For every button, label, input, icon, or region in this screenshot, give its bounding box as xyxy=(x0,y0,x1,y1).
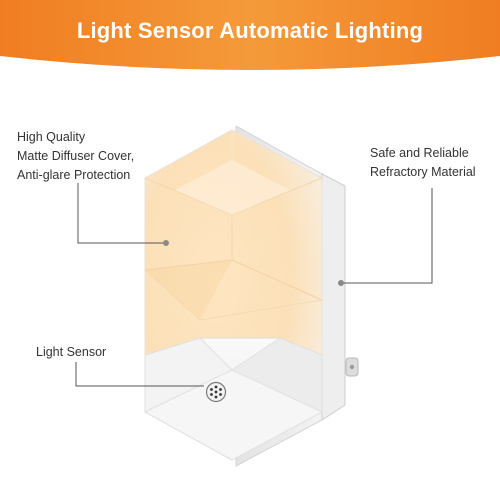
banner-shape xyxy=(0,0,500,70)
header-banner: Light Sensor Automatic Lighting xyxy=(0,0,500,78)
callout-quality-line-1: High Quality xyxy=(17,130,86,144)
callout-safe-line-2: Refractory Material xyxy=(370,165,476,179)
callout-diffuser-cover: High Quality Matte Diffuser Cover, Anti-… xyxy=(17,128,134,185)
callout-sensor-line-1: Light Sensor xyxy=(36,345,107,359)
callout-light-sensor: Light Sensor xyxy=(36,343,106,362)
plug-prong xyxy=(345,357,359,377)
sensor-base xyxy=(143,337,324,461)
light-sensor-icon xyxy=(205,381,227,403)
leader-line-sensor xyxy=(75,362,204,387)
banner-title: Light Sensor Automatic Lighting xyxy=(76,18,424,43)
callout-quality-line-2: Matte Diffuser Cover, xyxy=(17,149,135,163)
callout-refractory-material: Safe and Reliable Refractory Material xyxy=(370,144,476,182)
leader-line-safe xyxy=(338,188,433,286)
leader-line-quality xyxy=(77,183,169,246)
callout-safe-line-1: Safe and Reliable xyxy=(370,146,469,160)
callout-quality-line-3: Anti-glare Protection xyxy=(17,168,131,182)
